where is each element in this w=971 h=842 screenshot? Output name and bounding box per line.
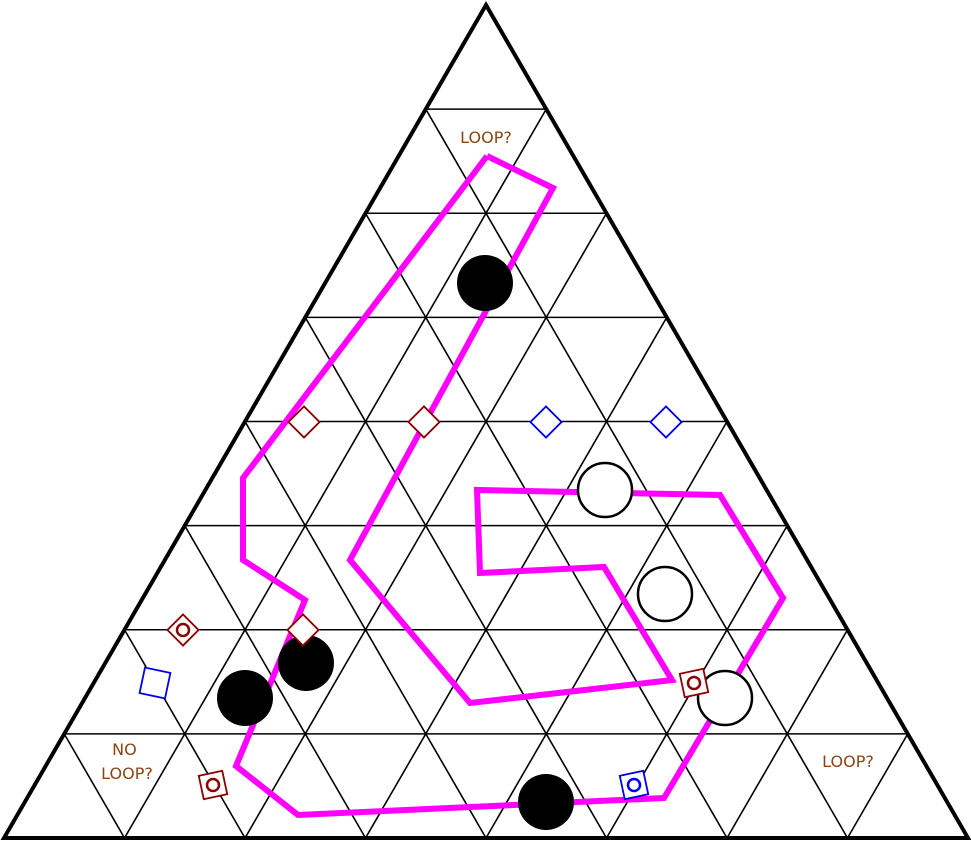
blue-square[interactable] (138, 666, 172, 700)
black-circle[interactable] (518, 774, 574, 830)
white-circle[interactable] (636, 565, 694, 623)
grid-line (184, 525, 367, 839)
grid-line (846, 733, 909, 839)
annotations: LOOP? NO LOOP? LOOP? (101, 128, 874, 783)
grid-line (63, 733, 126, 839)
grid-line (304, 316, 608, 839)
dark-red-diamond[interactable] (287, 405, 321, 439)
grid-line (123, 108, 547, 839)
triangular-grid (63, 108, 909, 839)
white-circle[interactable] (576, 461, 634, 519)
white-diamond[interactable] (286, 613, 320, 647)
grid-line (364, 316, 668, 839)
dark-red-square-with-dot[interactable] (678, 667, 710, 699)
grid-line (425, 108, 849, 839)
black-circle[interactable] (278, 635, 334, 691)
loop-path-left (232, 153, 787, 819)
white-circle[interactable] (696, 669, 754, 727)
loop-paths (232, 153, 787, 819)
blue-square-with-dot[interactable] (618, 769, 650, 801)
blue-diamond[interactable] (529, 405, 563, 439)
dark-red-square-with-dot[interactable] (197, 769, 229, 801)
markers (138, 255, 754, 830)
dark-red-diamond[interactable] (407, 405, 441, 439)
annotation-bottom-left: NO LOOP? (101, 740, 153, 783)
black-circle[interactable] (457, 255, 513, 311)
blue-diamond[interactable] (649, 405, 683, 439)
dark-red-diamond-with-dot[interactable] (166, 613, 200, 647)
annotation-top: LOOP? (460, 128, 512, 147)
black-circle[interactable] (217, 670, 273, 726)
annotation-bottom-right: LOOP? (822, 752, 874, 771)
